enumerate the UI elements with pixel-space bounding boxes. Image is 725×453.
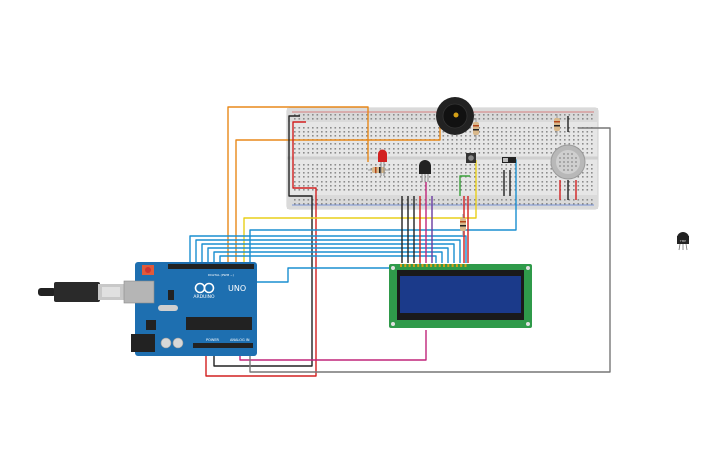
- wire-gray-1[interactable]: [249, 127, 611, 373]
- arduino-brand-label: ARDUINO: [193, 294, 215, 300]
- wire-blue-5[interactable]: [213, 251, 443, 265]
- wire-blue-3[interactable]: [201, 243, 455, 265]
- usb-cable[interactable]: [38, 282, 124, 302]
- arduino-logo-icon: [194, 282, 215, 294]
- wire-magenta-2[interactable]: [239, 330, 427, 361]
- slide-switch[interactable]: [502, 157, 516, 163]
- arduino-digital-label: DIGITAL (PWM ~): [208, 273, 234, 277]
- lcd-display[interactable]: [389, 264, 532, 328]
- wire-orange-2[interactable]: [235, 122, 441, 265]
- wire-red-1[interactable]: [205, 121, 317, 377]
- wire-green-1[interactable]: [459, 175, 470, 196]
- arduino-uno[interactable]: ARDUINO UNO DIGITAL (PWM ~) POWER ANALOG…: [38, 262, 257, 356]
- arduino-analog-label: ANALOG IN: [230, 338, 250, 342]
- wire-orange-1[interactable]: [227, 106, 369, 265]
- piezo-buzzer[interactable]: [436, 97, 474, 135]
- arduino-model-label: UNO: [228, 284, 246, 293]
- wire-blue-2[interactable]: [195, 239, 461, 265]
- svg-text:TMP: TMP: [679, 239, 686, 243]
- resistor-3[interactable]: [368, 167, 390, 173]
- resistor-2[interactable]: [554, 114, 560, 136]
- wire-black-1[interactable]: [213, 115, 313, 367]
- wire-blue-4[interactable]: [207, 247, 449, 265]
- gas-sensor-mesh: [559, 153, 577, 171]
- arduino-power-label: POWER: [206, 338, 220, 342]
- wire-blue-6[interactable]: [219, 255, 437, 265]
- resistor-4[interactable]: [460, 214, 466, 236]
- wire-blue-1[interactable]: [189, 235, 467, 265]
- breadboard[interactable]: [286, 107, 599, 210]
- temperature-sensor[interactable]: TMP: [677, 232, 689, 251]
- temperature-sensor-breadboard[interactable]: [419, 160, 431, 182]
- lcd-pins: [400, 264, 467, 267]
- resistor-1[interactable]: [473, 118, 479, 140]
- wire-yellow-1[interactable]: [243, 160, 477, 265]
- gas-sensor[interactable]: [550, 144, 586, 180]
- red-led[interactable]: [378, 149, 387, 177]
- pushbutton[interactable]: [466, 153, 476, 163]
